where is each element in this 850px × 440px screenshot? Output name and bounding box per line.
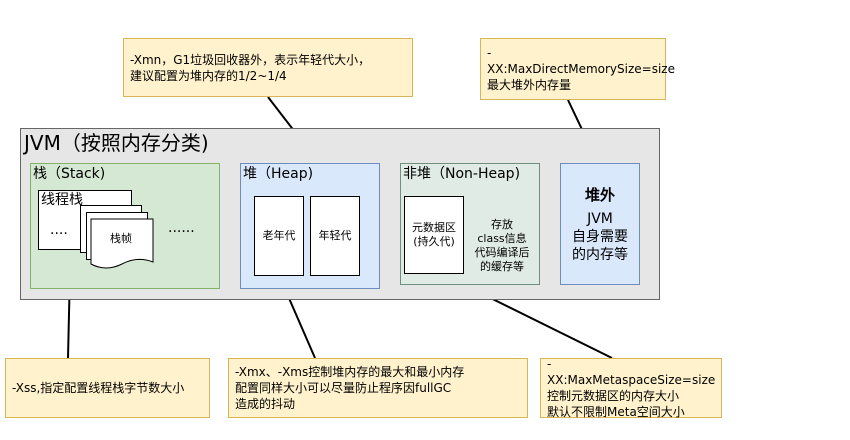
nonheap-desc-line2: class信息 [477, 232, 527, 245]
note-meta-line2: 控制元数据区的内存大小 [547, 389, 680, 403]
offheap-line1: JVM [587, 211, 613, 227]
nonheap-desc-line1: 存放 [491, 218, 513, 231]
nonheap-title: 非堆（Non-Heap) [403, 166, 521, 182]
note-metaspace: -XX:MaxMetaspaceSize=size 控制元数据区的内存大小 默认… [540, 357, 722, 419]
note-xmx-line3: 造成的抖动 [235, 397, 296, 411]
stack-frame-shape [90, 218, 154, 269]
note-xmn: -Xmn，G1垃圾回收器外，表示年轻代大小， 建议配置为堆内存的1/2~1/4 [123, 38, 413, 97]
thread-stack-dots: .... [50, 222, 68, 238]
note-xmn-line1: -Xmn，G1垃圾回收器外，表示年轻代大小， [130, 52, 371, 67]
note-xmx-line1: -Xmx、-Xms控制堆内存的最大和最小内存 [235, 365, 465, 379]
stack-frame-label: 栈帧 [110, 232, 132, 245]
offheap-title: 堆外 [584, 186, 615, 204]
nonheap-description: 存放 class信息 代码编译后 的缓存等 [466, 218, 538, 274]
note-xss: -Xss,指定配置线程栈字节数大小 [5, 358, 210, 418]
metaspace-label: 元数据区 [412, 221, 456, 234]
offheap-line2: 自身需要 [572, 229, 628, 245]
thread-stack-label: 线程栈 [41, 192, 83, 208]
nonheap-desc-line3: 代码编译后 [474, 246, 530, 259]
offheap-line3: 的内存等 [572, 247, 628, 263]
note-xmx: -Xmx、-Xms控制堆内存的最大和最小内存 配置同样大小可以尽量防止程序因fu… [228, 358, 528, 418]
stack-outer-dots: ...... [168, 220, 195, 236]
jvm-title: JVM（按照内存分类) [24, 131, 209, 155]
metaspace-sublabel: (持久代) [413, 235, 455, 248]
connector-xmx [284, 288, 316, 359]
note-xmn-line2: 建议配置为堆内存的1/2~1/4 [130, 68, 287, 83]
offheap-region: 堆外 JVM 自身需要 的内存等 [560, 163, 640, 285]
note-direct-line1: -XX:MaxDirectMemorySize=size [487, 46, 675, 76]
old-generation-box: 老年代 [254, 196, 304, 276]
note-meta-line1: -XX:MaxMetaspaceSize=size [547, 357, 716, 387]
nonheap-desc-line4: 的缓存等 [480, 260, 524, 273]
note-direct-memory: -XX:MaxDirectMemorySize=size 最大堆外内存量 [480, 38, 675, 100]
note-meta-line3: 默认不限制Meta空间大小 [547, 405, 685, 419]
note-xss-text: -Xss,指定配置线程栈字节数大小 [12, 381, 185, 395]
note-xmx-line2: 配置同样大小可以尽量防止程序因fullGC [235, 381, 452, 395]
young-generation-box: 年轻代 [310, 196, 360, 276]
metaspace-box: 元数据区 (持久代) [404, 196, 464, 274]
stack-title: 栈（Stack) [33, 166, 106, 182]
note-direct-line2: 最大堆外内存量 [487, 78, 572, 92]
heap-title: 堆（Heap) [243, 166, 314, 182]
